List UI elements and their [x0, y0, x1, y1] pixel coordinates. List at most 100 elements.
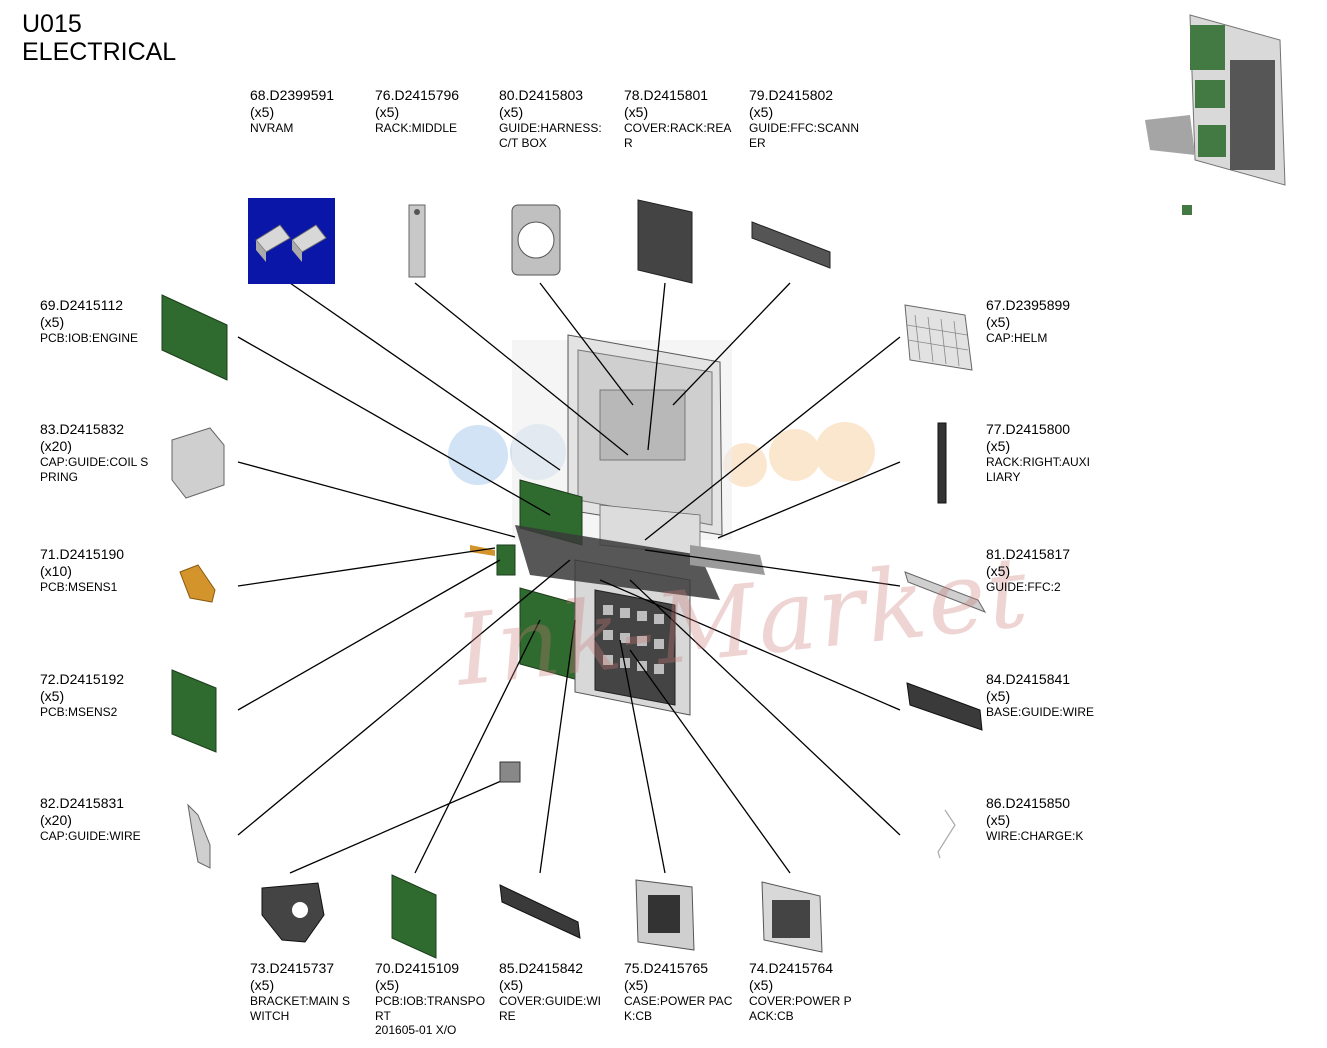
- part-description: GUIDE:HARNESS: C/T BOX: [499, 121, 602, 150]
- cover-rack-rear-part: [637, 199, 693, 284]
- cover-guide-wire-part: [499, 884, 581, 939]
- part-label-76: 76.D2415796 (x5) RACK:MIDDLE: [375, 87, 495, 136]
- part-label-67: 67.D2395899 (x5) CAP:HELM: [986, 297, 1106, 346]
- part-thumbnails: [161, 14, 1286, 959]
- part-number: 79.D2415802: [749, 87, 834, 103]
- part-quantity: (x5): [624, 977, 649, 993]
- part-number: 70.D2415109: [375, 960, 460, 976]
- part-description: RACK:MIDDLE: [375, 121, 458, 135]
- part-number: 85.D2415842: [499, 960, 584, 976]
- part-label-78: 78.D2415801 (x5) COVER:RACK:REA R: [624, 87, 744, 150]
- pcb-msens1-part: [179, 564, 216, 603]
- part-number: 86.D2415850: [986, 795, 1071, 811]
- page-title: U015 ELECTRICAL: [22, 10, 176, 66]
- part-description: BASE:GUIDE:WIRE: [986, 705, 1095, 719]
- pcb-iob-transport-part: [391, 874, 437, 959]
- part-description: COVER:RACK:REA R: [624, 121, 732, 150]
- cover-power-pack-part: [761, 881, 823, 953]
- base-guide-wire-part: [906, 682, 983, 731]
- part-label-71: 71.D2415190 (x10) PCB:MSENS1: [40, 546, 160, 595]
- part-quantity: (x5): [986, 438, 1011, 454]
- part-description: CASE:POWER PAC K:CB: [624, 994, 733, 1023]
- part-quantity: (x5): [250, 977, 275, 993]
- part-number: 76.D2415796: [375, 87, 460, 103]
- part-description: NVRAM: [250, 121, 294, 135]
- part-number: 83.D2415832: [40, 421, 125, 437]
- part-description: CAP:GUIDE:COIL S PRING: [40, 455, 149, 484]
- part-description: CAP:HELM: [986, 331, 1048, 345]
- part-description: PCB:MSENS1: [40, 580, 118, 594]
- part-label-83: 83.D2415832 (x20) CAP:GUIDE:COIL S PRING: [40, 421, 160, 484]
- part-description: PCB:MSENS2: [40, 705, 118, 719]
- rack-right-auxiliary-part: [937, 422, 947, 504]
- part-label-84: 84.D2415841 (x5) BASE:GUIDE:WIRE: [986, 671, 1106, 720]
- part-description: BRACKET:MAIN S WITCH: [250, 994, 351, 1023]
- pcb-msens2-part: [171, 669, 217, 753]
- cap-guide-wire-part: [187, 803, 211, 869]
- guide-ffc-scanner-part: [751, 221, 831, 269]
- part-label-69: 69.D2415112 (x5) PCB:IOB:ENGINE: [40, 297, 160, 346]
- part-quantity: (x10): [40, 563, 72, 579]
- overview-inset: [1145, 14, 1286, 215]
- part-number: 73.D2415737: [250, 960, 335, 976]
- part-description: RACK:RIGHT:AUXI LIARY: [986, 455, 1091, 484]
- part-description: PCB:IOB:ENGINE: [40, 331, 139, 345]
- title-line-1: U015: [22, 10, 82, 38]
- part-quantity: (x5): [986, 563, 1011, 579]
- part-number: 75.D2415765: [624, 960, 709, 976]
- part-label-82: 82.D2415831 (x20) CAP:GUIDE:WIRE: [40, 795, 160, 844]
- part-label-85: 85.D2415842 (x5) COVER:GUIDE:WI RE: [499, 960, 619, 1023]
- part-label-74: 74.D2415764 (x5) COVER:POWER P ACK:CB: [749, 960, 869, 1023]
- part-quantity: (x5): [749, 104, 774, 120]
- small-bracket-part: [499, 761, 521, 783]
- part-number: 71.D2415190: [40, 546, 125, 562]
- cap-helm-part: [904, 304, 973, 371]
- part-description: GUIDE:FFC:SCANN ER: [749, 121, 860, 150]
- part-quantity: (x5): [250, 104, 275, 120]
- part-label-72: 72.D2415192 (x5) PCB:MSENS2: [40, 671, 160, 720]
- case-power-pack-part: [635, 879, 695, 951]
- part-label-70: 70.D2415109 (x5) PCB:IOB:TRANSPO RT 2016…: [375, 960, 495, 1038]
- part-number: 72.D2415192: [40, 671, 125, 687]
- part-description: CAP:GUIDE:WIRE: [40, 829, 141, 843]
- part-description: WIRE:CHARGE:K: [986, 829, 1084, 843]
- pcb-iob-engine-part: [161, 294, 228, 381]
- part-label-80: 80.D2415803 (x5) GUIDE:HARNESS: C/T BOX: [499, 87, 619, 150]
- part-number: 69.D2415112: [40, 297, 124, 313]
- part-quantity: (x5): [986, 812, 1011, 828]
- part-number: 77.D2415800: [986, 421, 1071, 437]
- nvram-part: [248, 198, 335, 284]
- part-number: 74.D2415764: [749, 960, 834, 976]
- bracket-main-switch-part: [261, 882, 325, 943]
- part-label-68: 68.D2399591 (x5) NVRAM: [250, 87, 370, 136]
- part-quantity: (x5): [375, 104, 400, 120]
- wire-charge-k-part: [937, 809, 956, 859]
- part-number: 68.D2399591: [250, 87, 335, 103]
- part-quantity: (x5): [40, 314, 65, 330]
- part-label-77: 77.D2415800 (x5) RACK:RIGHT:AUXI LIARY: [986, 421, 1106, 484]
- part-quantity: (x5): [499, 977, 524, 993]
- cap-guide-coil-part: [171, 427, 225, 499]
- part-label-86: 86.D2415850 (x5) WIRE:CHARGE:K: [986, 795, 1106, 844]
- part-label-73: 73.D2415737 (x5) BRACKET:MAIN S WITCH: [250, 960, 370, 1023]
- guide-harness-part: [511, 204, 561, 276]
- part-description: PCB:IOB:TRANSPO RT 201605-01 X/O: [375, 994, 486, 1037]
- part-quantity: (x5): [986, 688, 1011, 704]
- part-number: 78.D2415801: [624, 87, 709, 103]
- part-quantity: (x20): [40, 812, 72, 828]
- part-description: GUIDE:FFC:2: [986, 580, 1061, 594]
- part-number: 81.D2415817: [986, 546, 1071, 562]
- guide-ffc-2-part: [904, 571, 987, 613]
- part-number: 67.D2395899: [986, 297, 1071, 313]
- part-quantity: (x5): [499, 104, 524, 120]
- part-description: COVER:POWER P ACK:CB: [749, 994, 852, 1023]
- part-number: 84.D2415841: [986, 671, 1071, 687]
- part-label-81: 81.D2415817 (x5) GUIDE:FFC:2: [986, 546, 1106, 595]
- part-quantity: (x5): [986, 314, 1011, 330]
- part-quantity: (x20): [40, 438, 72, 454]
- part-number: 82.D2415831: [40, 795, 125, 811]
- part-label-75: 75.D2415765 (x5) CASE:POWER PAC K:CB: [624, 960, 744, 1023]
- title-line-2: ELECTRICAL: [22, 38, 177, 66]
- leader-lines: [237, 282, 901, 874]
